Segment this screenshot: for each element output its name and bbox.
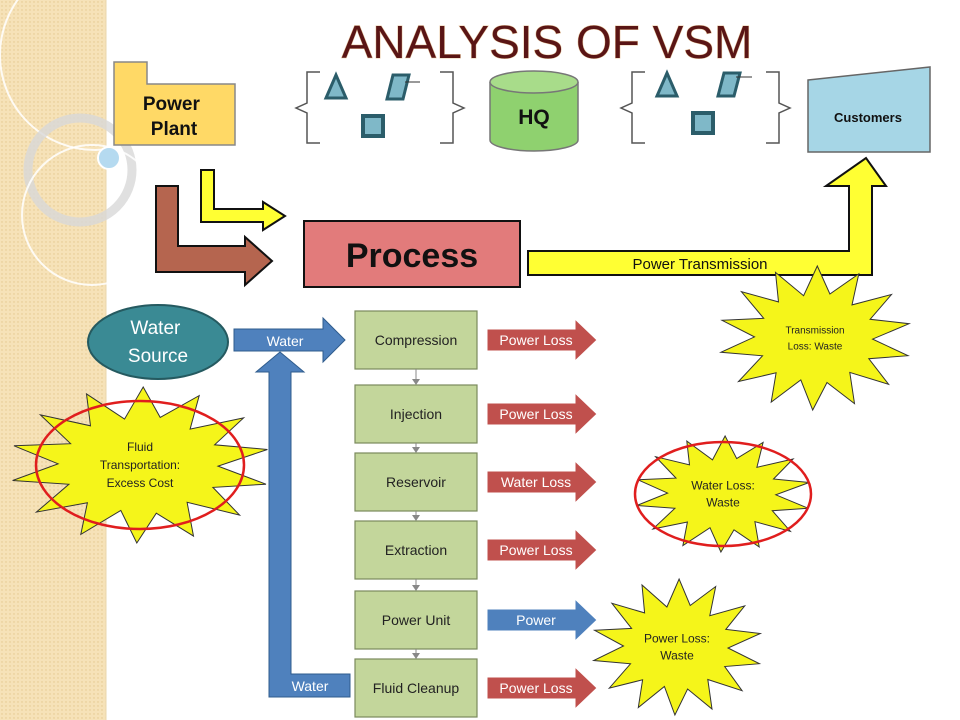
process-step-label: Compression: [375, 332, 457, 348]
process-step-label: Extraction: [385, 542, 447, 558]
output-arrow: Power Loss: [486, 317, 598, 363]
process-step-label: Fluid Cleanup: [373, 680, 460, 696]
burst-water-loss: Water Loss:Waste: [633, 434, 813, 554]
output-arrow-label: Power Loss: [499, 680, 572, 696]
highlight-ring: [633, 440, 813, 548]
svg-text:Power Plant: Power Plant: [143, 94, 205, 140]
triangle-icon: [323, 71, 349, 100]
power-plant-label-line1: Power: [143, 94, 201, 115]
inventory-group-right: [619, 69, 792, 144]
parallelogram-icon: [716, 71, 742, 98]
inventory-group-left: [294, 71, 466, 144]
output-arrow: Water Loss: [486, 459, 598, 505]
process-step-label: Power Unit: [382, 612, 451, 628]
triangle-icon: [654, 69, 680, 98]
water-source-label-line1: Water: [130, 318, 181, 339]
water-input-arrow: Water: [233, 316, 346, 364]
square-icon: [691, 111, 715, 135]
output-arrow-label: Power: [516, 612, 556, 628]
hq-label: HQ: [518, 106, 550, 129]
process-step: Compression: [354, 310, 478, 370]
highlight-ring: [34, 399, 246, 531]
burst-label: Water Loss:Waste: [691, 479, 755, 510]
water-return-label: Water: [292, 678, 329, 694]
process-step: Power Unit: [354, 590, 478, 650]
step-connector: [412, 369, 420, 385]
parallelogram-icon: [385, 73, 411, 101]
burst-power-loss: Power Loss:Waste: [591, 577, 763, 717]
process-step: Extraction: [354, 520, 478, 580]
process-step: Injection: [354, 384, 478, 444]
hq-node: HQ: [489, 70, 579, 152]
decorative-strip: [0, 0, 191, 720]
output-arrow-label: Power Loss: [499, 332, 572, 348]
square-icon: [361, 114, 385, 138]
water-return-arrow: Water: [254, 351, 351, 698]
output-arrow-label: Power Loss: [499, 542, 572, 558]
output-arrow: Power Loss: [486, 665, 598, 711]
process-step-label: Injection: [390, 406, 442, 422]
svg-text:Water Source: Water Source: [128, 318, 188, 367]
page-title: ANALYSIS OF VSM: [342, 16, 753, 68]
burst-label: Power Loss:Waste: [644, 632, 710, 663]
process-step: Fluid Cleanup: [354, 658, 478, 718]
power-input-arrows: [155, 169, 287, 288]
process-node: Process: [303, 220, 521, 288]
water-input-label: Water: [267, 333, 304, 349]
step-connector: [412, 579, 420, 591]
step-connector: [412, 511, 420, 521]
output-arrow: Power: [486, 597, 598, 643]
output-arrow-label: Power Loss: [499, 406, 572, 422]
output-arrow: Power Loss: [486, 527, 598, 573]
process-step: Reservoir: [354, 452, 478, 512]
customers-label: Customers: [834, 110, 902, 125]
power-transmission-label: Power Transmission: [632, 256, 767, 273]
process-label: Process: [346, 237, 478, 275]
step-connector: [412, 649, 420, 659]
customers-node: Customers: [807, 66, 931, 153]
water-source-node: Water Source: [87, 304, 229, 380]
step-connector: [412, 443, 420, 453]
output-arrow: Power Loss: [486, 391, 598, 437]
output-arrow-label: Water Loss: [501, 474, 571, 490]
water-source-label-line2: Source: [128, 346, 188, 367]
process-step-label: Reservoir: [386, 474, 446, 490]
power-plant-label-line2: Plant: [151, 119, 198, 140]
power-plant-node: Power Plant: [113, 61, 236, 146]
power-transmission-arrow: Power Transmission: [527, 156, 888, 276]
